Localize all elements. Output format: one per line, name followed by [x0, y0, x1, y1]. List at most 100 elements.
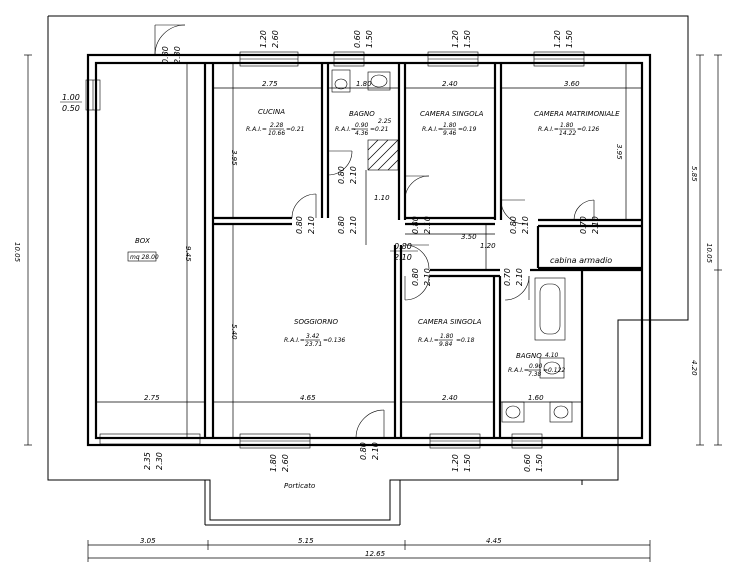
door-labels: 0.80 2.10 0.80 2.10 0.80 2.10 0.80 2.10 …: [295, 166, 600, 286]
rai-den-cucina: 10.66: [268, 130, 285, 137]
dim-corridor-c: 1.20: [480, 242, 496, 250]
rai-label-camera-singola-bottom: R.A.I.=: [418, 337, 439, 344]
door-hall-height: 2.10: [394, 253, 412, 262]
rai-val-camera-singola-bottom: =0.18: [456, 337, 475, 344]
dim-camera-singola-w: 2.40: [442, 80, 458, 88]
room-name-camera-matrimoniale: CAMERA MATRIMONIALE: [534, 110, 620, 118]
window-bagno-bottom-width: 0.60: [523, 454, 532, 472]
dim-box-w: 2.75: [144, 394, 160, 402]
window-camera-singola-bottom-width: 1.20: [451, 454, 460, 472]
rai-den-camera-matrimoniale: 14.22: [559, 130, 576, 137]
rai-val-bagno-bottom: =0.122: [543, 367, 565, 374]
room-name-cabina-armadio: cabina armadio: [550, 256, 612, 265]
rai-label-soggiorno: R.A.I.=: [284, 337, 305, 344]
room-name-bagno: BAGNO: [349, 110, 375, 118]
bagno-extra: 2.25: [378, 118, 392, 125]
room-name-camera-singola-bottom: CAMERA SINGOLA: [418, 318, 482, 326]
rai-num-camera-singola-bottom: 1.80: [440, 333, 454, 340]
door-camera-singola-bottom-height: 2.10: [423, 268, 432, 286]
door-bagno-top-width: 0.80: [337, 166, 346, 184]
room-name-bagno-bottom: BAGNO: [516, 352, 542, 360]
rai-label-cucina: R.A.I.=: [246, 126, 267, 133]
window-camera-singola-top-height: 1.50: [463, 30, 472, 48]
door-disimpegno-a-height: 2.10: [349, 216, 358, 234]
box-area: mq 28.00: [130, 254, 159, 261]
rai-label-bagno: R.A.I.=: [335, 126, 356, 133]
door-cabina-width: 0.70: [579, 216, 588, 234]
window-bagno-width: 0.60: [353, 30, 362, 48]
window-box-garage-width: 2.35: [143, 452, 152, 470]
dim-right-lower: 4.20: [690, 360, 698, 376]
rai-num-bagno-bottom: 0.90: [529, 363, 543, 370]
dim-right-upper: 5.85: [690, 166, 698, 182]
door-camera-matrimoniale-height: 2.10: [521, 216, 530, 234]
interior-walls: [203, 63, 642, 438]
dim-camera-matrimoniale-h: 3.95: [615, 144, 623, 160]
dim-cucina-w: 2.75: [262, 80, 278, 88]
dim-bottom-b: 5.15: [298, 537, 314, 545]
window-box-side-width: 1.00: [62, 93, 80, 102]
rai-den-bagno: 4.36: [355, 130, 369, 137]
dim-camera-singola-bottom-w: 2.40: [442, 394, 458, 402]
rai-label-bagno-bottom: R.A.I.=: [508, 367, 529, 374]
exterior-dimension-lines: [24, 54, 722, 562]
window-labels: 1.00 0.50 0.80 2.30 1.20 2.60 0.60 1.50 …: [60, 30, 574, 472]
rai-val-camera-singola-top: =0.19: [458, 126, 477, 133]
dim-cucina-h: 3.95: [230, 150, 238, 166]
door-box-width: 0.80: [161, 46, 170, 64]
dim-soggiorno-w: 4.65: [300, 394, 316, 402]
entrance-width: 0.80: [359, 442, 368, 460]
window-bagno-height: 1.50: [365, 30, 374, 48]
outer-walls: [86, 53, 652, 447]
entrance-height: 2.10: [371, 442, 380, 460]
rai-num-soggiorno: 3.42: [306, 333, 320, 340]
rai-den-camera-singola-top: 9.46: [443, 130, 457, 137]
rai-num-cucina: 2.28: [270, 122, 284, 129]
rai-num-camera-singola-top: 1.80: [443, 122, 457, 129]
rai-val-camera-matrimoniale: =0.126: [577, 126, 599, 133]
rai-den-bagno-bottom: 7.38: [528, 371, 542, 378]
windows: [85, 51, 585, 449]
window-camera-singola-bottom-height: 1.50: [463, 454, 472, 472]
room-labels: CUCINA R.A.I.= 2.28 10.66 =0.21 BAGNO R.…: [127, 108, 620, 490]
window-camera-matrimoniale-height: 1.50: [565, 30, 574, 48]
dim-bagno-bottom-w: 1.60: [528, 394, 544, 402]
door-bagno-bottom-width: 0.70: [503, 268, 512, 286]
room-name-camera-singola-top: CAMERA SINGOLA: [420, 110, 484, 118]
site-outline: [47, 15, 689, 526]
dim-bottom-c: 4.45: [486, 537, 502, 545]
window-camera-matrimoniale-width: 1.20: [553, 30, 562, 48]
door-hall-width: 0.80: [394, 242, 412, 251]
door-camera-singola-top-width: 0.80: [411, 216, 420, 234]
dim-total-left-h: 10.05: [13, 242, 21, 263]
dimension-labels: 2.75 1.80 2.40 3.60 3.95 3.95 9.45 2.75 …: [13, 80, 713, 558]
room-name-box: BOX: [135, 237, 150, 245]
rai-den-soggiorno: 23.71: [305, 341, 322, 348]
window-camera-singola-top-width: 1.20: [451, 30, 460, 48]
rai-val-bagno: =0.21: [370, 126, 388, 133]
bathroom-fixtures: [331, 69, 573, 423]
rai-val-cucina: =0.21: [286, 126, 304, 133]
door-disimpegno-a-width: 0.80: [337, 216, 346, 234]
dim-camera-matrimoniale-w: 3.60: [564, 80, 580, 88]
window-cucina-height: 2.60: [271, 30, 280, 48]
rai-val-soggiorno: =0.136: [323, 337, 345, 344]
dim-bagno-w: 1.80: [356, 80, 372, 88]
rai-num-bagno: 0.90: [355, 122, 369, 129]
door-cucina-width: 0.80: [295, 216, 304, 234]
door-bagno-bottom-height: 2.10: [515, 268, 524, 286]
rai-num-camera-matrimoniale: 1.80: [560, 122, 574, 129]
dim-box-h: 9.45: [184, 246, 192, 262]
dim-bottom-a: 3.05: [140, 537, 156, 545]
door-camera-singola-top-height: 2.10: [423, 216, 432, 234]
rai-den-camera-singola-bottom: 9.84: [439, 341, 453, 348]
door-bagno-top-height: 2.10: [349, 166, 358, 184]
dim-soggiorno-h: 5.40: [230, 324, 238, 340]
room-name-cucina: CUCINA: [258, 108, 285, 116]
room-name-soggiorno: SOGGIORNO: [294, 318, 338, 326]
door-camera-matrimoniale-width: 0.80: [509, 216, 518, 234]
door-box-height: 2.30: [173, 46, 182, 64]
dim-corridor-b: 3.50: [461, 233, 477, 241]
window-soggiorno-width: 1.80: [269, 454, 278, 472]
